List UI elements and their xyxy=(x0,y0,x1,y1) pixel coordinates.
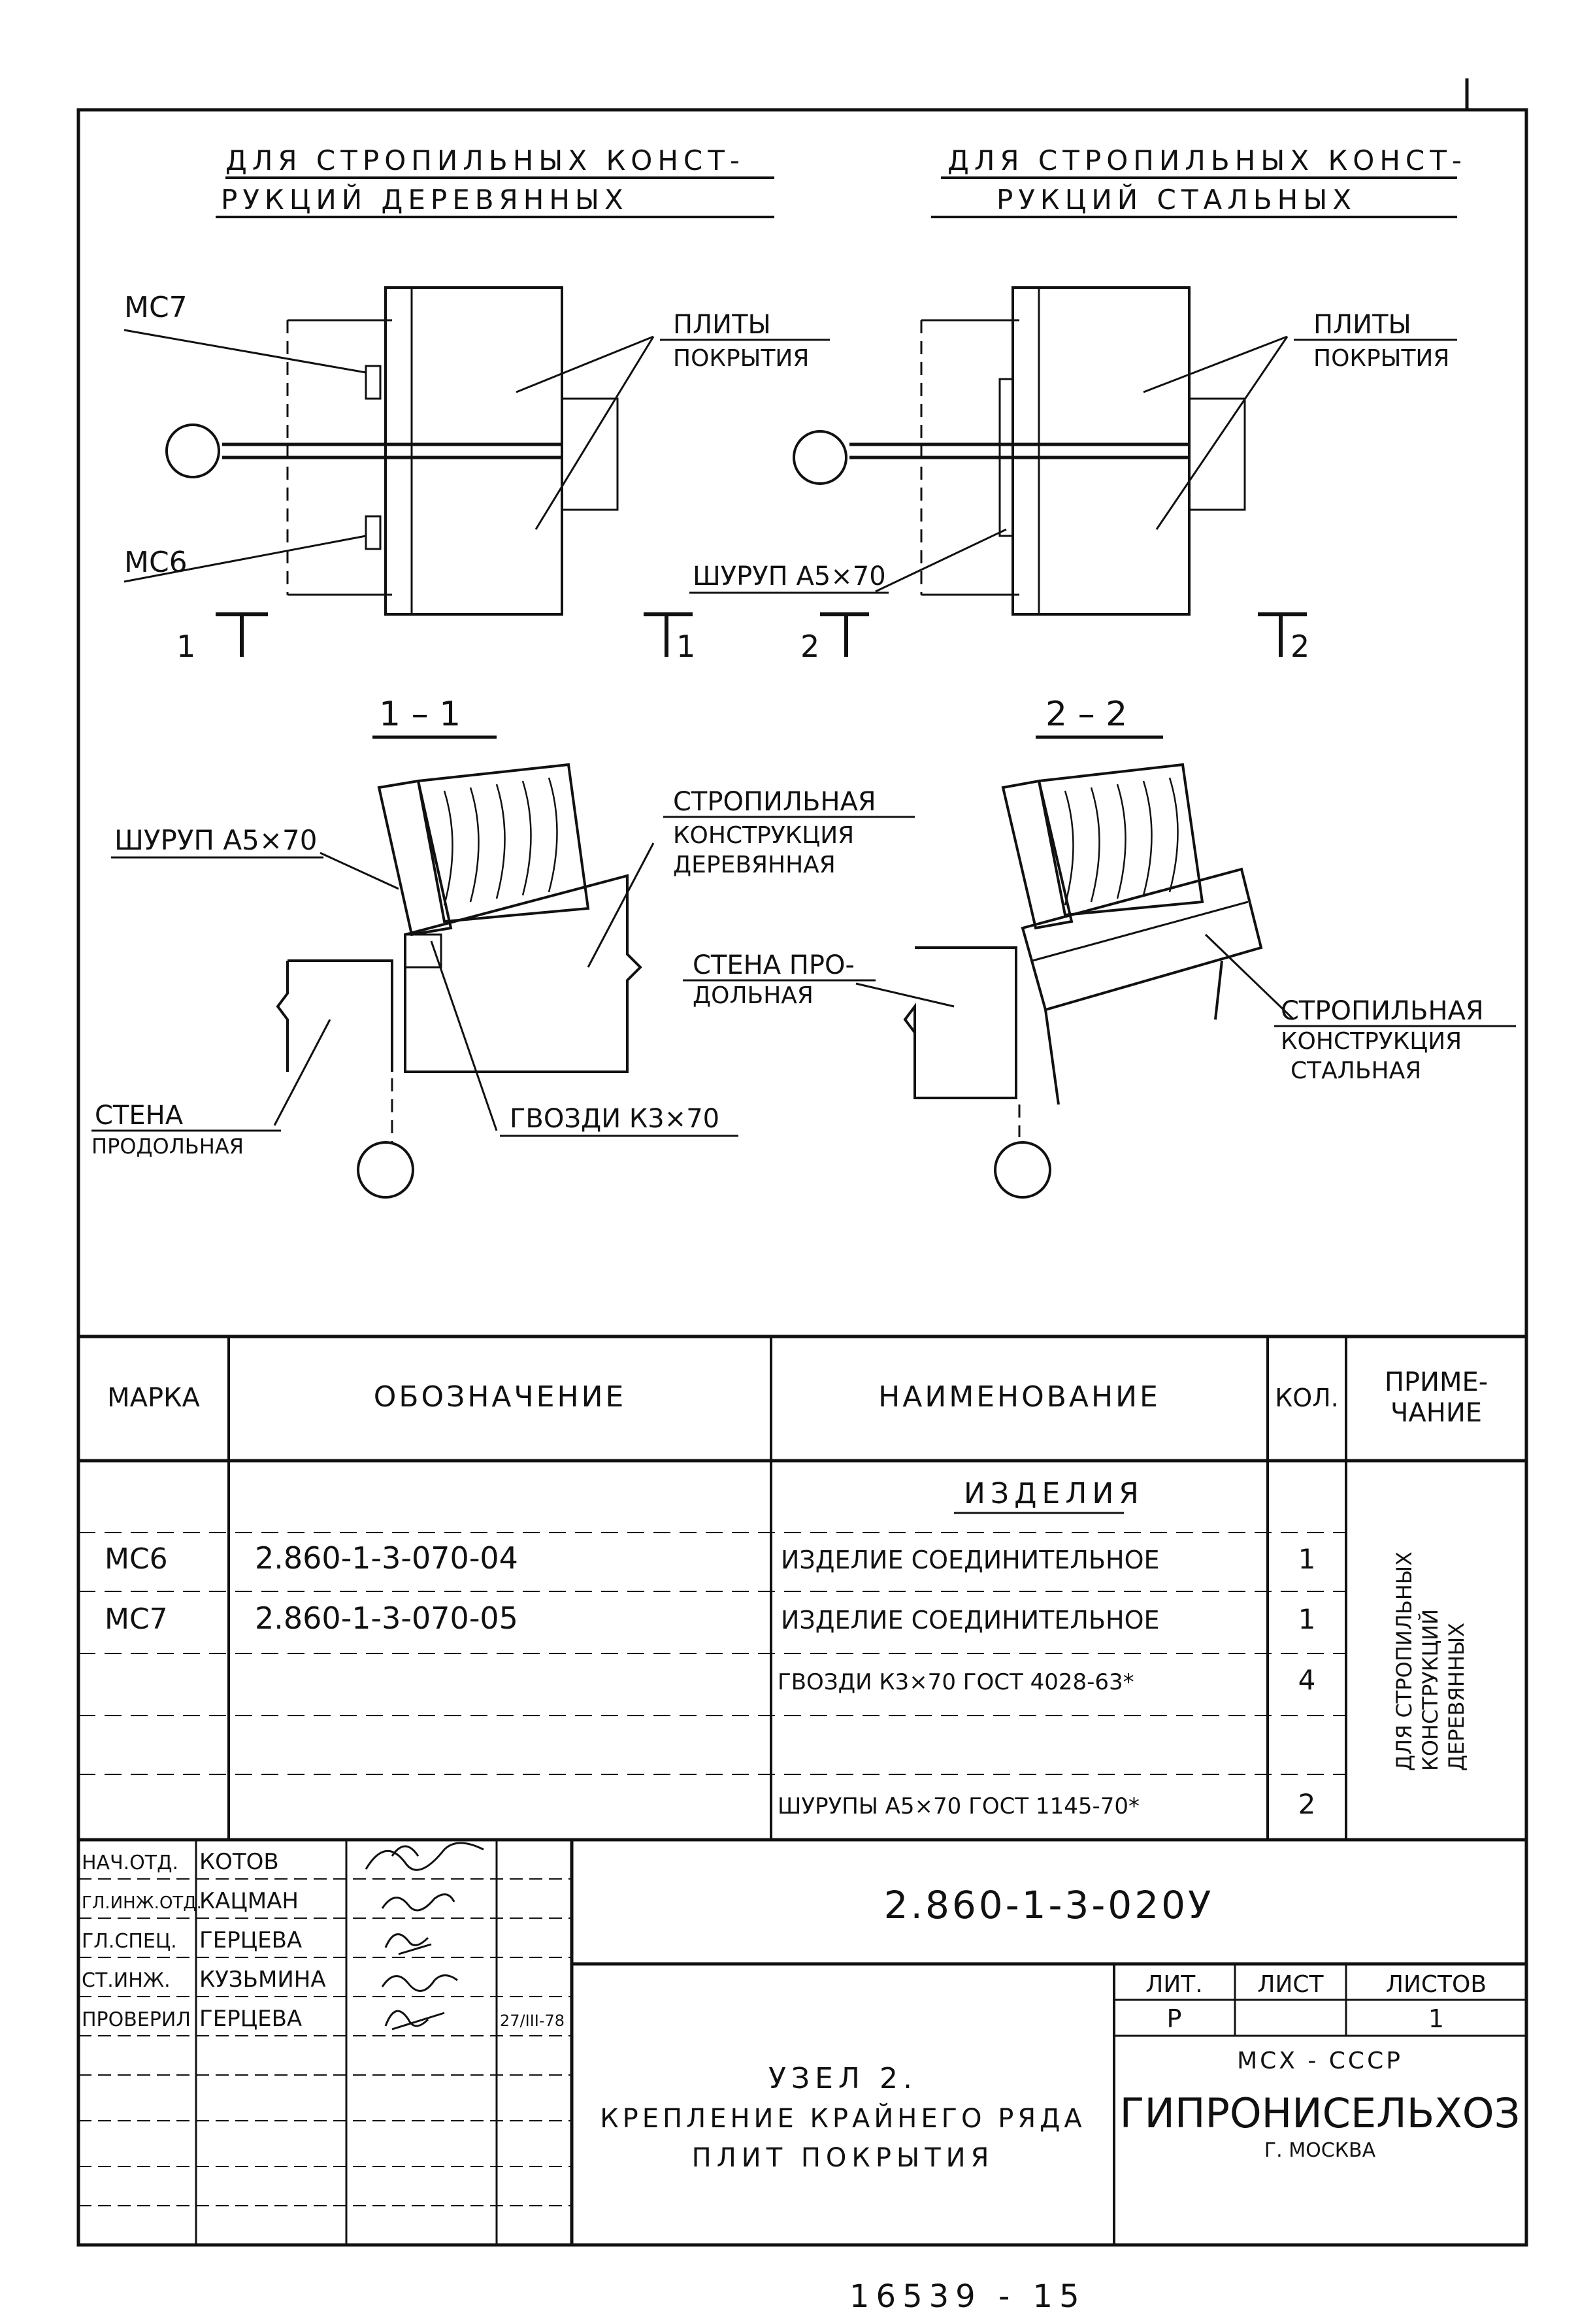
row2-mark: МС7 xyxy=(105,1602,168,1636)
staff1-role: НАЧ.ОТД. xyxy=(82,1851,178,1874)
row1-designation: 2.860-1-3-070-04 xyxy=(255,1540,518,1576)
row4-name: ШУРУПЫ А5×70 ГОСТ 1145-70* xyxy=(778,1793,1140,1819)
axis-marker xyxy=(994,1141,1051,1199)
label-rafter-steel-3: СТАЛЬНАЯ xyxy=(1291,1057,1421,1084)
doc-number: 2.860-1-3-020У xyxy=(884,1883,1214,1927)
label-screw-1: ШУРУП А5×70 xyxy=(114,824,317,856)
row1-qty: 1 xyxy=(1298,1543,1316,1575)
label-rafter-wood-1: СТРОПИЛЬНАЯ xyxy=(673,787,876,817)
label-plates-right-1: ПЛИТЫ xyxy=(1313,310,1411,340)
note-vertical: ДЛЯ СТРОПИЛЬНЫХ КОНСТРУКЦИЙ ДЕРЕВЯННЫХ xyxy=(1392,1552,1469,1771)
label-rafter-wood-3: ДЕРЕВЯННАЯ xyxy=(673,852,836,878)
row4-qty: 2 xyxy=(1298,1788,1316,1820)
label-plates-left-2: ПОКРЫТИЯ xyxy=(673,345,809,372)
header-qty: КОЛ. xyxy=(1275,1384,1339,1412)
header-designation: ОБОЗНАЧЕНИЕ xyxy=(374,1380,627,1414)
staff3-name: ГЕРЦЕВА xyxy=(199,1927,302,1953)
sheet-header: ЛИСТ xyxy=(1257,1971,1324,1998)
header-mark: МАРКА xyxy=(107,1383,200,1413)
org-top: МСХ - СССР xyxy=(1237,2048,1403,2074)
cut-mark-2-left: 2 xyxy=(800,629,819,664)
section-1-1-title: 1 – 1 xyxy=(379,695,461,734)
title-line3: ПЛИТ ПОКРЫТИЯ xyxy=(692,2143,995,2173)
lit-value: Р xyxy=(1167,2004,1182,2033)
label-wall-left-1: СТЕНА xyxy=(95,1101,184,1131)
row3-name: ГВОЗДИ К3×70 ГОСТ 4028-63* xyxy=(778,1669,1134,1695)
staff2-name: КАЦМАН xyxy=(199,1888,299,1914)
label-mc6: МС6 xyxy=(124,546,188,579)
row3-qty: 4 xyxy=(1298,1664,1316,1696)
sign-date: 27/III-78 xyxy=(500,2012,565,2030)
staff4-name: КУЗЬМИНА xyxy=(199,1967,326,1993)
staff2-role: ГЛ.ИНЖ.ОТД. xyxy=(82,1893,202,1913)
header-note-2: ЧАНИЕ xyxy=(1390,1398,1482,1428)
label-plates-right-2: ПОКРЫТИЯ xyxy=(1313,345,1449,372)
staff1-name: КОТОВ xyxy=(199,1849,279,1875)
org-city: Г. МОСКВА xyxy=(1264,2139,1376,2162)
title-block: НАЧ.ОТД. КОТОВ ГЛ.ИНЖ.ОТД. КАЦМАН ГЛ.СПЕ… xyxy=(78,1838,1526,2245)
staff5-name: ГЕРЦЕВА xyxy=(199,2006,302,2032)
sheets-header: ЛИСТОВ xyxy=(1386,1971,1487,1998)
section-2-2-title: 2 – 2 xyxy=(1045,695,1127,734)
axis-marker xyxy=(165,423,220,478)
label-nails: ГВОЗДИ К3×70 xyxy=(510,1104,719,1134)
label-plates-left-1: ПЛИТЫ xyxy=(673,310,771,340)
title-line2: КРЕПЛЕНИЕ КРАЙНЕГО РЯДА xyxy=(600,2102,1086,2134)
footer-number: 16539 - 15 xyxy=(849,2278,1086,2315)
note-vertical-2: КОНСТРУКЦИЙ xyxy=(1418,1609,1443,1771)
row2-name: ИЗДЕЛИЕ СОЕДИНИТЕЛЬНОЕ xyxy=(781,1606,1160,1635)
note-vertical-1: ДЛЯ СТРОПИЛЬНЫХ xyxy=(1392,1552,1417,1771)
label-mc7: МС7 xyxy=(124,291,188,324)
label-wall-right-1: СТЕНА ПРО- xyxy=(693,950,855,980)
heading-steel-line1: ДЛЯ СТРОПИЛЬНЫХ КОНСТ- xyxy=(947,144,1467,176)
org-name: ГИПРОНИСЕЛЬХОЗ xyxy=(1120,2089,1521,2137)
row2-qty: 1 xyxy=(1298,1603,1316,1635)
header-name: НАИМЕНОВАНИЕ xyxy=(878,1380,1160,1414)
heading-wood-line1: ДЛЯ СТРОПИЛЬНЫХ КОНСТ- xyxy=(225,144,745,176)
label-wall-left-2: ПРОДОЛЬНАЯ xyxy=(91,1134,244,1159)
axis-marker xyxy=(793,430,847,485)
title-line1: УЗЕЛ 2. xyxy=(768,2062,917,2095)
heading-wood: ДЛЯ СТРОПИЛЬНЫХ КОНСТ- РУКЦИЙ ДЕРЕВЯННЫХ xyxy=(216,144,774,218)
heading-wood-line2: РУКЦИЙ ДЕРЕВЯННЫХ xyxy=(221,183,629,216)
label-screw-plan: ШУРУП А5×70 xyxy=(693,561,886,591)
label-rafter-steel-2: КОНСТРУКЦИЯ xyxy=(1281,1028,1462,1055)
cut-mark-1-left: 1 xyxy=(176,629,195,664)
header-note-1: ПРИМЕ- xyxy=(1385,1367,1488,1397)
sheet-frame xyxy=(76,108,1528,2247)
note-vertical-3: ДЕРЕВЯННЫХ xyxy=(1444,1623,1469,1771)
spec-table: МАРКА ОБОЗНАЧЕНИЕ НАИМЕНОВАНИЕ КОЛ. ПРИМ… xyxy=(78,1335,1526,1840)
label-rafter-steel-1: СТРОПИЛЬНАЯ xyxy=(1281,996,1484,1026)
heading-steel-line2: РУКЦИЙ СТАЛЬНЫХ xyxy=(996,183,1357,216)
cut-mark-1-right: 1 xyxy=(676,629,695,664)
staff3-role: ГЛ.СПЕЦ. xyxy=(82,1930,177,1953)
staff5-role: ПРОВЕРИЛ xyxy=(82,2008,191,2031)
row1-mark: МС6 xyxy=(105,1542,168,1576)
section-2-2: 2 – 2 СТЕНА ПРО- ДОЛЬНАЯ СТРОПИЛЬНАЯ КОН… xyxy=(683,695,1516,1199)
row1-name: ИЗДЕЛИЕ СОЕДИНИТЕЛЬНОЕ xyxy=(781,1546,1160,1574)
plan-steel: ПЛИТЫ ПОКРЫТИЯ ШУРУП А5×70 2 2 xyxy=(689,286,1457,664)
signatures xyxy=(365,1842,484,2031)
axis-marker xyxy=(357,1141,414,1199)
label-rafter-wood-2: КОНСТРУКЦИЯ xyxy=(673,822,854,849)
label-wall-right-2: ДОЛЬНАЯ xyxy=(693,982,814,1009)
heading-steel: ДЛЯ СТРОПИЛЬНЫХ КОНСТ- РУКЦИЙ СТАЛЬНЫХ xyxy=(931,144,1467,218)
sheets-value: 1 xyxy=(1428,2004,1444,2033)
section-1-1: 1 – 1 ШУРУП А5×70 СТРОПИЛЬНАЯ КОНСТРУКЦИ… xyxy=(91,695,915,1199)
plan-wood: МС7 МС6 ПЛИТЫ ПОКРЫТИЯ 1 1 xyxy=(123,286,830,664)
lit-header: ЛИТ. xyxy=(1145,1971,1202,1998)
cut-mark-2-right: 2 xyxy=(1291,629,1309,664)
staff4-role: СТ.ИНЖ. xyxy=(82,1969,171,1992)
group-title: ИЗДЕЛИЯ xyxy=(964,1477,1144,1510)
row2-designation: 2.860-1-3-070-05 xyxy=(255,1601,518,1636)
